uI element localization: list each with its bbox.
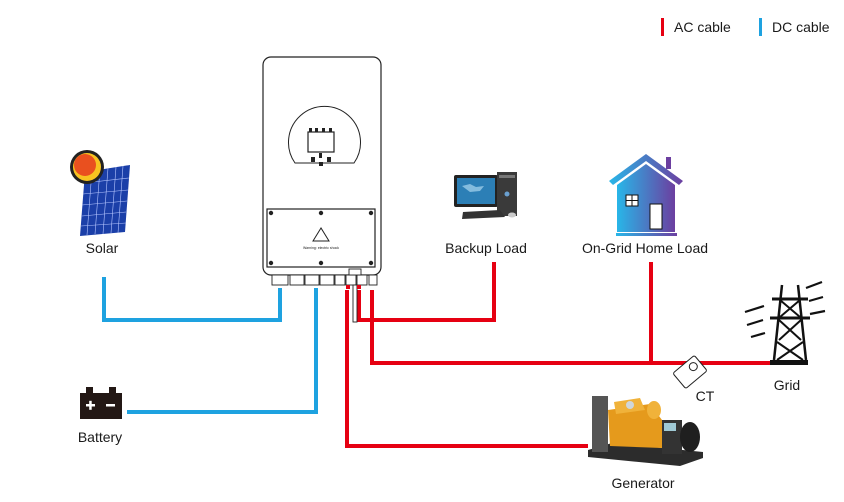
backup-load-label: Backup Load	[445, 240, 527, 256]
generator-icon	[588, 396, 703, 466]
grid-label: Grid	[773, 377, 801, 393]
legend-ac-cable: AC cable	[661, 18, 731, 36]
legend-dc-label: DC cable	[772, 19, 830, 35]
wire-battery-inverter	[127, 288, 318, 414]
solar-panel-icon	[70, 150, 130, 236]
wire-inverter-grid	[370, 290, 780, 365]
home-load-label: On-Grid Home Load	[581, 240, 709, 256]
wire-solar-inverter	[102, 277, 282, 322]
dc-wires	[102, 277, 318, 414]
battery-label: Battery	[77, 429, 123, 445]
solar-label: Solar	[85, 240, 119, 256]
ct-label: CT	[695, 388, 715, 404]
ac-cable-swatch	[661, 18, 664, 36]
dc-cable-swatch	[759, 18, 762, 36]
current-transformer-icon	[673, 355, 707, 389]
hybrid-inverter-icon: Warning: electric shock	[262, 56, 382, 323]
desktop-computer-icon	[454, 172, 517, 219]
wire-inverter-generator	[345, 290, 588, 448]
power-tower-icon	[744, 280, 826, 365]
wire-inverter-backup-load	[357, 262, 496, 322]
legend-dc-cable: DC cable	[759, 18, 830, 36]
battery-icon	[80, 387, 122, 419]
ac-wires	[345, 262, 780, 448]
house-icon	[609, 154, 683, 236]
warning-text: Warning: electric shock	[303, 246, 339, 250]
legend-ac-label: AC cable	[674, 19, 731, 35]
generator-label: Generator	[611, 475, 675, 491]
